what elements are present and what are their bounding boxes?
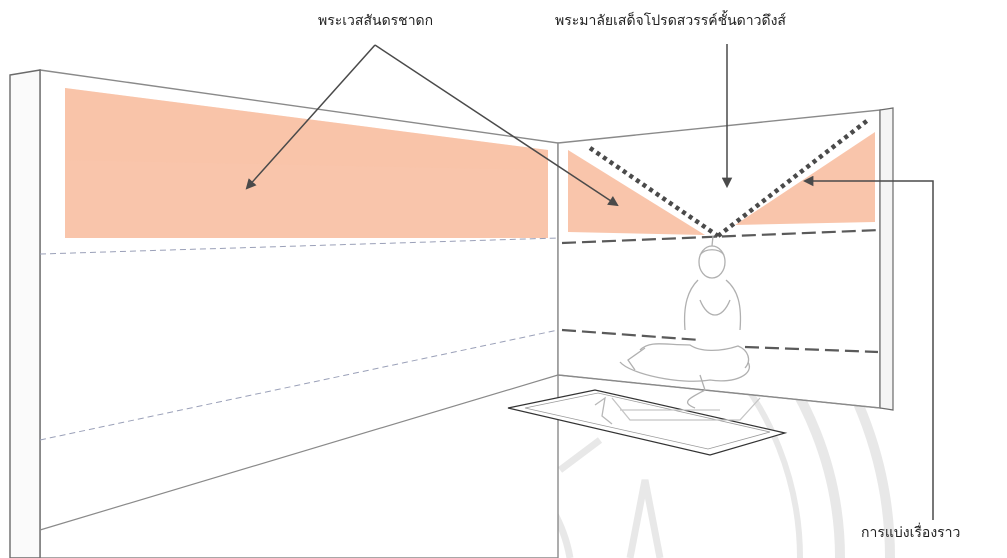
dotted-v-divider [588,118,870,238]
right-pillar [879,107,894,411]
left-pillar [9,69,41,558]
right-wall [557,109,881,409]
floor-lines [39,374,881,531]
left-mural-band [65,88,548,238]
buddha-statue [594,235,761,425]
label-phra-malai: พระมาลัยเสด็จโปรดสวรรค์ชั้นดาวดึงส์ [555,13,786,29]
floor-mat [507,389,788,456]
dashed-story-lines [39,228,881,441]
arrow-story-division [802,175,934,520]
arrow-right-triangle [374,44,619,207]
label-story-division: การแบ่งเรื่องราว [861,525,961,541]
label-vessantara-jataka: พระเวสสันดรชาดก [318,13,434,29]
callout-arrows [245,44,934,520]
arrow-left-mural [245,44,376,190]
